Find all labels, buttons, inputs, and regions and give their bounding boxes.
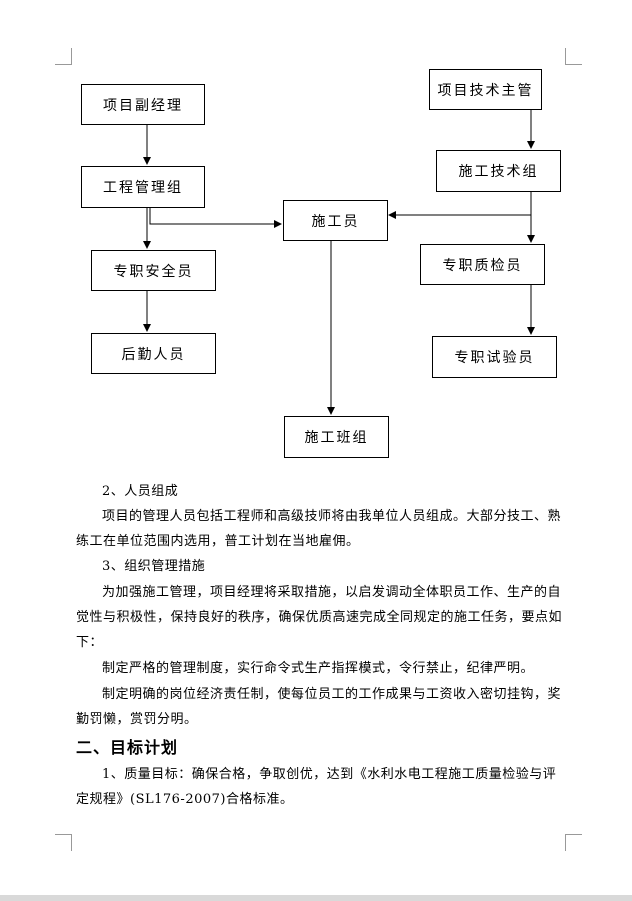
section-3-body-2: 制定严格的管理制度，实行命令式生产指挥模式，令行禁止，纪律严明。	[102, 661, 535, 676]
section-2-title: 2、人员组成	[102, 484, 179, 499]
box-test-officer: 专职试验员	[432, 336, 557, 378]
box-logistics-staff: 后勤人员	[91, 333, 216, 374]
section-3-body-1: 为加强施工管理，项目经理将采取措施，以启发调动全体职员工作、生产的自觉性与积极性…	[76, 585, 563, 650]
arrow-eng-to-construction-staff	[149, 208, 282, 228]
box-construction-staff: 施工员	[283, 200, 388, 241]
crop-mark-bottom-left	[55, 834, 72, 851]
crop-mark-top-left	[55, 48, 72, 65]
box-tech-supervisor: 项目技术主管	[429, 69, 542, 110]
crop-mark-bottom-right	[565, 834, 582, 851]
section-2-body: 项目的管理人员包括工程师和高级技师将由我单位人员组成。大部分技工、熟练工在单位范…	[76, 509, 562, 549]
box-engineering-mgmt-group: 工程管理组	[81, 166, 205, 208]
quality-target-body: 1、质量目标：确保合格，争取创优，达到《水利水电工程施工质量检验与评定规程》(S…	[76, 767, 557, 807]
box-quality-inspector: 专职质检员	[420, 244, 545, 285]
heading-target-plan: 二、目标计划	[76, 738, 179, 757]
box-construction-tech-group: 施工技术组	[436, 150, 561, 192]
box-safety-officer: 专职安全员	[91, 250, 216, 291]
section-3-body-3: 制定明确的岗位经济责任制，使每位员工的工作成果与工资收入密切挂钩，奖勤罚懒，赏罚…	[76, 687, 562, 727]
section-3-title: 3、组织管理措施	[102, 559, 206, 574]
box-construction-team: 施工班组	[284, 416, 389, 458]
box-deputy-manager: 项目副经理	[81, 84, 205, 125]
page-bottom-edge	[0, 895, 632, 901]
crop-mark-top-right	[565, 48, 582, 65]
